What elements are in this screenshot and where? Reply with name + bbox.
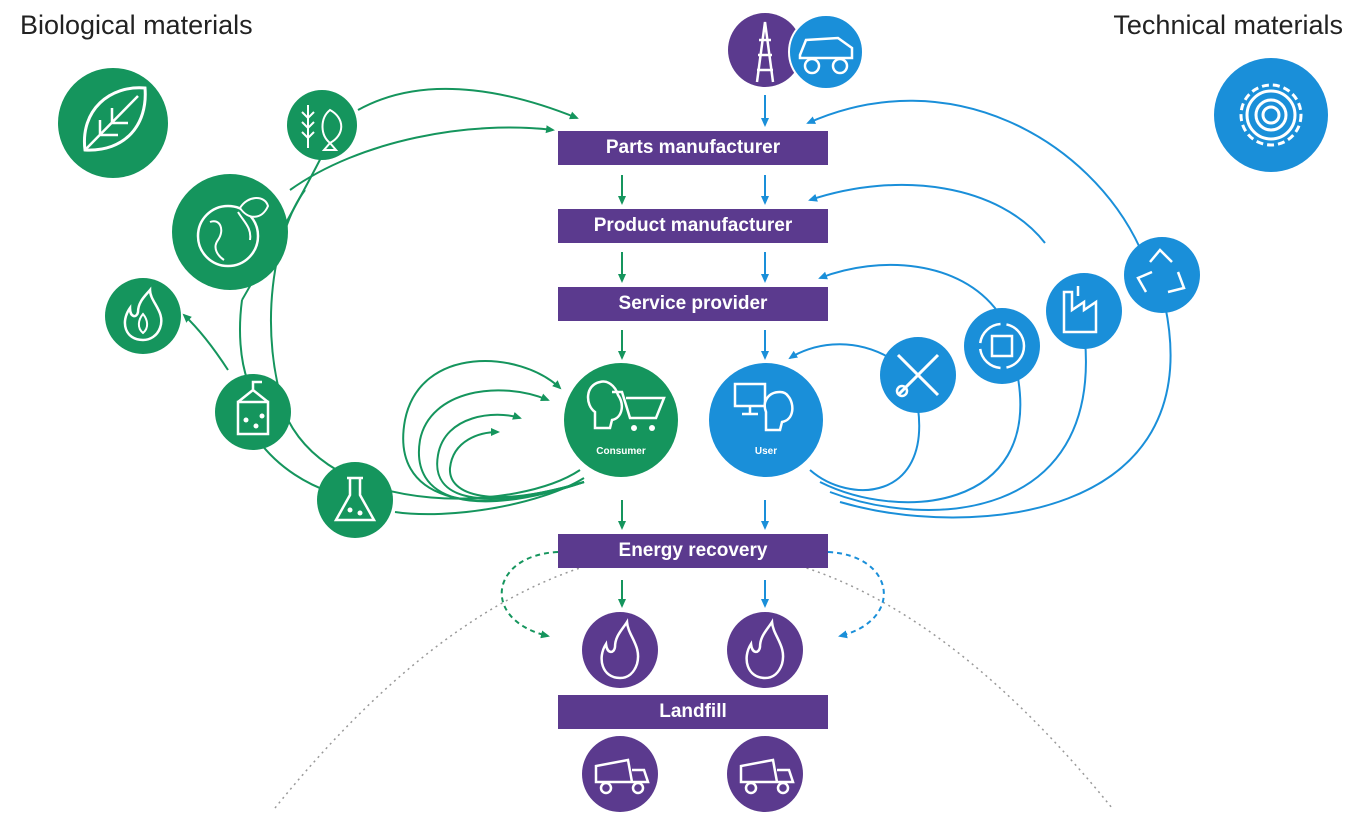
gear-icon [1214,58,1328,172]
grain-fish-icon [287,90,357,160]
mining-truck-icon [788,14,864,90]
user-label: User [754,446,778,457]
repair-tools-icon [880,337,956,413]
leaf-icon [58,68,168,178]
lab-flask-icon [317,462,393,538]
refurbish-icon [964,308,1040,384]
dump-truck-icon [727,736,803,812]
biological-flows [182,87,626,639]
biosphere-arc [274,548,1113,809]
stage-landfill: Landfill [558,695,828,729]
recycle-icon [1124,237,1200,313]
stage-energy-recovery: Energy recovery [558,534,828,568]
earth-leaf-icon [172,174,288,290]
user-node [709,363,823,477]
consumer-node [564,363,678,477]
consumer-label: Consumer [596,446,646,457]
stage-parts-manufacturer: Parts manufacturer [558,131,828,165]
oil-rig-icon [728,13,802,87]
biofuel-flame-icon [105,278,181,354]
stage-product-manufacturer: Product manufacturer [558,209,828,243]
factory-icon [1046,273,1122,349]
flame-icon [727,612,803,688]
technical-flows [761,95,1172,639]
technical-materials-title: Technical materials [1113,10,1343,40]
dump-truck-icon [582,736,658,812]
stage-service-provider: Service provider [558,287,828,321]
biogas-container-icon [215,374,291,450]
flame-icon [582,612,658,688]
biological-materials-title: Biological materials [20,10,253,40]
